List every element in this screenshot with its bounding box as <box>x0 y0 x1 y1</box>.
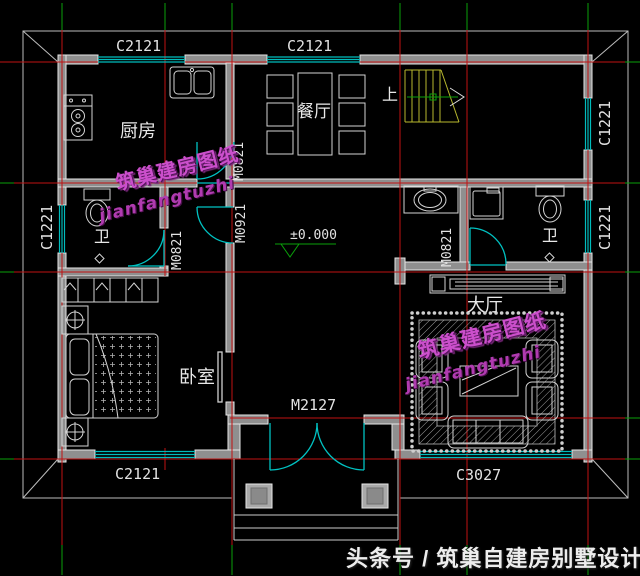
label-door-entrance: M2127 <box>291 396 337 414</box>
label-room-bathroom-right: 卫 <box>542 226 559 245</box>
window-c2121-bottom <box>95 450 195 459</box>
label-window-c3027-bottom: C3027 <box>456 466 502 484</box>
window-c1221-right-upper <box>584 98 592 150</box>
label-window-c2121-bottom: C2121 <box>115 465 161 483</box>
tv-cabinet <box>429 274 566 294</box>
porch <box>233 459 399 541</box>
window-c1221-left <box>58 205 66 253</box>
label-room-dining: 餐厅 <box>297 102 331 122</box>
wall-top-3 <box>359 54 593 65</box>
wall-bedroom-east-2 <box>225 401 235 416</box>
nightstand-bottom <box>61 417 89 447</box>
window-c3027-bottom <box>420 450 572 459</box>
shower-unit-bath2 <box>469 186 504 220</box>
kitchen-sink <box>169 66 215 99</box>
window-c1221-right-lower <box>584 200 592 253</box>
wall-entrance-left <box>227 414 269 425</box>
door-entrance-m2127 <box>269 422 365 471</box>
label-stairs-up: 上 <box>382 85 399 104</box>
label-room-living-hall: 大厅 <box>467 295 503 316</box>
floor-drain-bath1 <box>94 253 105 264</box>
windows <box>58 56 592 459</box>
wall-bath1-east-1 <box>159 186 169 229</box>
elevation-marker <box>275 243 336 258</box>
label-window-c2121-top-center: C2121 <box>287 37 333 55</box>
toilet-bath1 <box>83 188 111 227</box>
dining-table-set <box>266 72 366 156</box>
door-bath1-m0821 <box>127 229 165 267</box>
window-c2121-top-left <box>98 56 185 63</box>
label-room-bedroom: 卧室 <box>179 367 215 388</box>
toilet-bath2 <box>535 185 565 223</box>
label-room-kitchen: 厨房 <box>120 121 156 142</box>
stairs <box>404 69 465 123</box>
wall-stub-left <box>227 423 241 451</box>
wall-bedroom-east-1 <box>225 242 235 353</box>
wall-stub-right <box>391 423 405 451</box>
window-c2121-top-center <box>267 56 360 63</box>
wall-bottom-1 <box>57 449 96 460</box>
label-window-c1221-left: C1221 <box>38 204 56 250</box>
wall-bottom-3 <box>394 449 421 460</box>
doors <box>127 141 507 471</box>
label-window-c2121-top-left: C2121 <box>116 37 162 55</box>
roof-outline <box>22 30 629 499</box>
bed <box>65 333 159 419</box>
label-window-c1221-right-upper: C1221 <box>596 100 614 146</box>
wardrobe <box>61 277 159 303</box>
wall-bath2-south-2 <box>505 261 593 271</box>
coffee-table <box>459 365 519 397</box>
carpet <box>410 311 564 453</box>
label-elevation: ±0.000 <box>290 228 337 243</box>
label-door-bathroom-right: M0821 <box>440 227 455 267</box>
wall-bath2-south-1 <box>399 261 471 271</box>
kitchen-stove <box>63 94 93 141</box>
sofa-set <box>415 339 559 449</box>
porch-columns <box>245 483 389 509</box>
label-door-bathroom-left: M0821 <box>170 230 185 270</box>
label-window-c1221-right-lower: C1221 <box>596 204 614 250</box>
wall-entrance-right <box>363 414 405 425</box>
door-bath2-m0821 <box>469 227 507 266</box>
floor-drain-bath2 <box>544 252 555 263</box>
stair-arrow-head <box>449 87 465 107</box>
label-door-hallway: M0921 <box>234 203 249 243</box>
furniture <box>61 66 566 453</box>
door-hall-m0921 <box>196 206 234 244</box>
grid-green-ticks <box>0 3 640 575</box>
door-bedroom-leaf <box>217 351 223 403</box>
stair-direction-arrow <box>407 93 458 101</box>
label-room-bathroom-left: 卫 <box>94 227 111 246</box>
washbasin-counter <box>403 185 459 214</box>
wall-bottom-2 <box>194 449 241 460</box>
wall-kitchen-dining <box>225 62 235 180</box>
wall-bottom-4 <box>571 449 593 460</box>
door-kitchen-m0821 <box>196 141 235 184</box>
footer-branding: 头条号 / 筑巢自建房别墅设计 <box>346 546 640 571</box>
